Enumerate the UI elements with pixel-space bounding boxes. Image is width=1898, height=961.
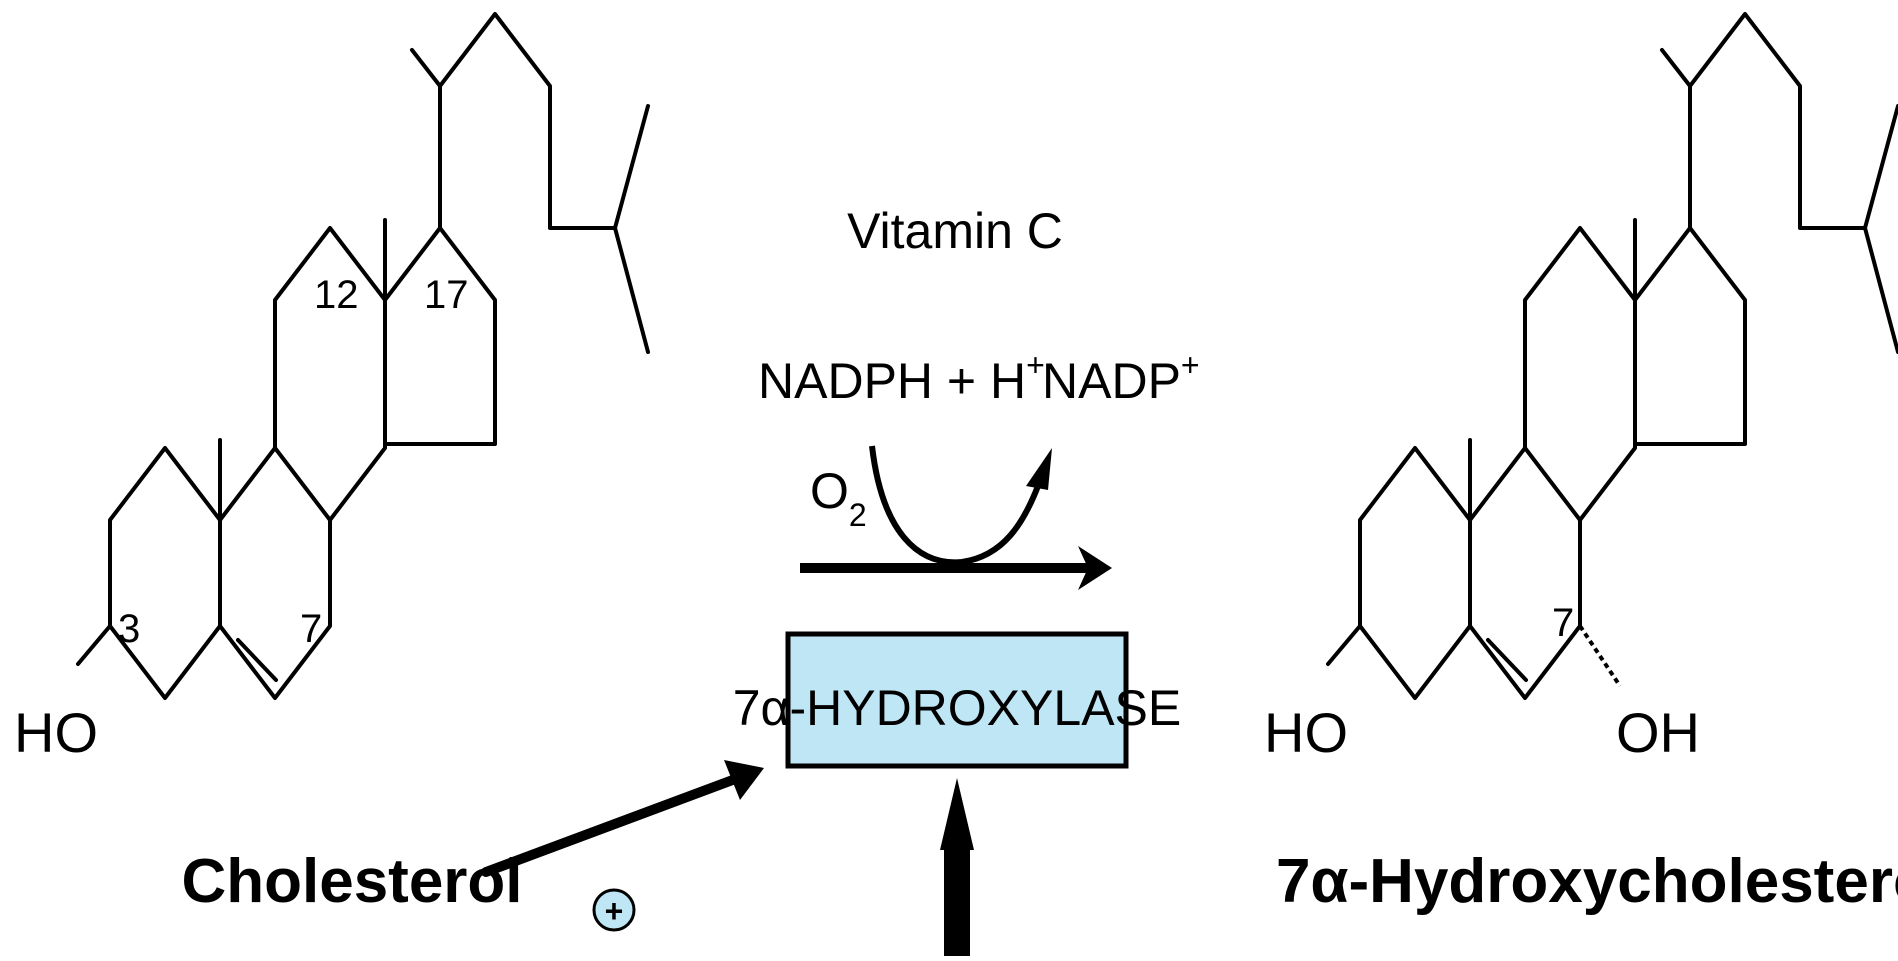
activation-plus-icon: + <box>592 888 636 932</box>
product-hydroxyl-3-label: HO <box>1264 701 1348 764</box>
enzyme-box <box>785 631 1129 769</box>
activation-arrow <box>481 760 764 877</box>
cholesterol-structure <box>76 12 650 700</box>
cofactor-curved-arrow <box>869 445 1052 566</box>
nadp-label: NADP+ <box>1042 347 1200 409</box>
product-position-label-7: 7 <box>1552 601 1574 645</box>
oxygen-label: O2 <box>810 463 867 533</box>
cholesterol-hydroxyl-label: HO <box>14 701 98 764</box>
position-label-3: 3 <box>118 607 140 651</box>
hydroxycholesterol-structure <box>1326 12 1898 700</box>
hydroxycholesterol-name: 7α-Hydroxycholesterol <box>1276 847 1898 916</box>
vitamin-c-label: Vitamin C <box>847 203 1063 259</box>
position-label-12: 12 <box>314 273 359 317</box>
svg-text:+: + <box>605 893 624 929</box>
reaction-arrow <box>800 546 1112 590</box>
nadph-label: NADPH + H+ <box>758 347 1045 409</box>
position-label-7: 7 <box>300 607 322 651</box>
regulation-arrow <box>940 778 974 956</box>
cholesterol-name: Cholesterol <box>181 847 522 916</box>
enzyme-label: 7α-HYDROXYLASE <box>733 680 1182 736</box>
product-hydroxyl-7-label: OH <box>1616 701 1700 764</box>
position-label-17: 17 <box>424 273 469 317</box>
